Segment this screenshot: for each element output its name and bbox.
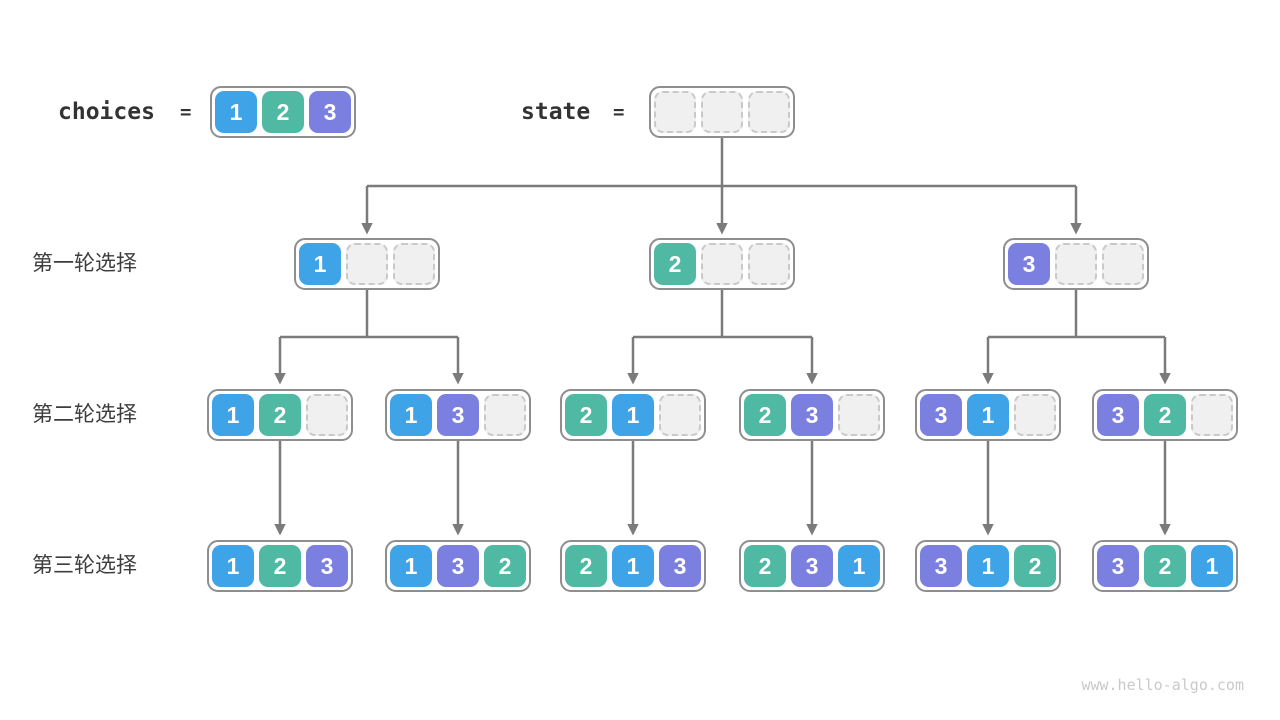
choice-tile-3: 3: [659, 545, 701, 587]
choice-tile-1: 1: [215, 91, 257, 133]
empty-slot: [748, 91, 790, 133]
choice-tile-3: 3: [1097, 394, 1139, 436]
choice-tile-2: 2: [259, 545, 301, 587]
choice-tile-3: 3: [920, 394, 962, 436]
choice-tile-1: 1: [390, 394, 432, 436]
state-box: 3: [1003, 238, 1149, 290]
choice-tile-3: 3: [1008, 243, 1050, 285]
empty-slot: [701, 91, 743, 133]
choice-tile-2: 2: [262, 91, 304, 133]
empty-slot: [346, 243, 388, 285]
round-1-label: 第一轮选择: [32, 252, 137, 275]
empty-slot: [1102, 243, 1144, 285]
empty-slot: [838, 394, 880, 436]
choice-tile-2: 2: [744, 394, 786, 436]
choice-tile-1: 1: [212, 545, 254, 587]
watermark: www.hello-algo.com: [1081, 676, 1244, 694]
choice-tile-3: 3: [1097, 545, 1139, 587]
choice-tile-1: 1: [838, 545, 880, 587]
choices-equals-sign: =: [180, 101, 192, 123]
choice-tile-1: 1: [1191, 545, 1233, 587]
choice-tile-1: 1: [390, 545, 432, 587]
choice-tile-2: 2: [1144, 545, 1186, 587]
choice-tile-3: 3: [791, 545, 833, 587]
choice-tile-2: 2: [1144, 394, 1186, 436]
choice-tile-1: 1: [967, 394, 1009, 436]
empty-slot: [748, 243, 790, 285]
choice-tile-1: 1: [612, 545, 654, 587]
choice-tile-3: 3: [791, 394, 833, 436]
choice-tile-2: 2: [1014, 545, 1056, 587]
choice-tile-1: 1: [612, 394, 654, 436]
choice-tile-1: 1: [967, 545, 1009, 587]
choice-tile-3: 3: [437, 394, 479, 436]
round-2-label: 第二轮选择: [32, 403, 137, 426]
empty-slot: [654, 91, 696, 133]
choice-tile-3: 3: [306, 545, 348, 587]
empty-slot: [659, 394, 701, 436]
choice-tile-3: 3: [309, 91, 351, 133]
state-box: 1: [294, 238, 440, 290]
choice-tile-2: 2: [654, 243, 696, 285]
choice-tile-2: 2: [259, 394, 301, 436]
choice-tile-1: 1: [212, 394, 254, 436]
choice-tile-2: 2: [484, 545, 526, 587]
state-equals-sign: =: [613, 101, 625, 123]
empty-slot: [701, 243, 743, 285]
empty-slot: [1055, 243, 1097, 285]
empty-slot: [484, 394, 526, 436]
choice-tile-3: 3: [920, 545, 962, 587]
state-array-box: [649, 86, 795, 138]
round-3-label: 第三轮选择: [32, 554, 137, 577]
choice-tile-2: 2: [565, 545, 607, 587]
state-label: state: [521, 99, 591, 125]
choice-tile-2: 2: [565, 394, 607, 436]
empty-slot: [393, 243, 435, 285]
empty-slot: [306, 394, 348, 436]
empty-slot: [1014, 394, 1056, 436]
state-box: 2: [649, 238, 795, 290]
choice-tile-2: 2: [744, 545, 786, 587]
choice-tile-3: 3: [437, 545, 479, 587]
empty-slot: [1191, 394, 1233, 436]
choices-label: choices: [58, 99, 155, 125]
choice-tile-1: 1: [299, 243, 341, 285]
